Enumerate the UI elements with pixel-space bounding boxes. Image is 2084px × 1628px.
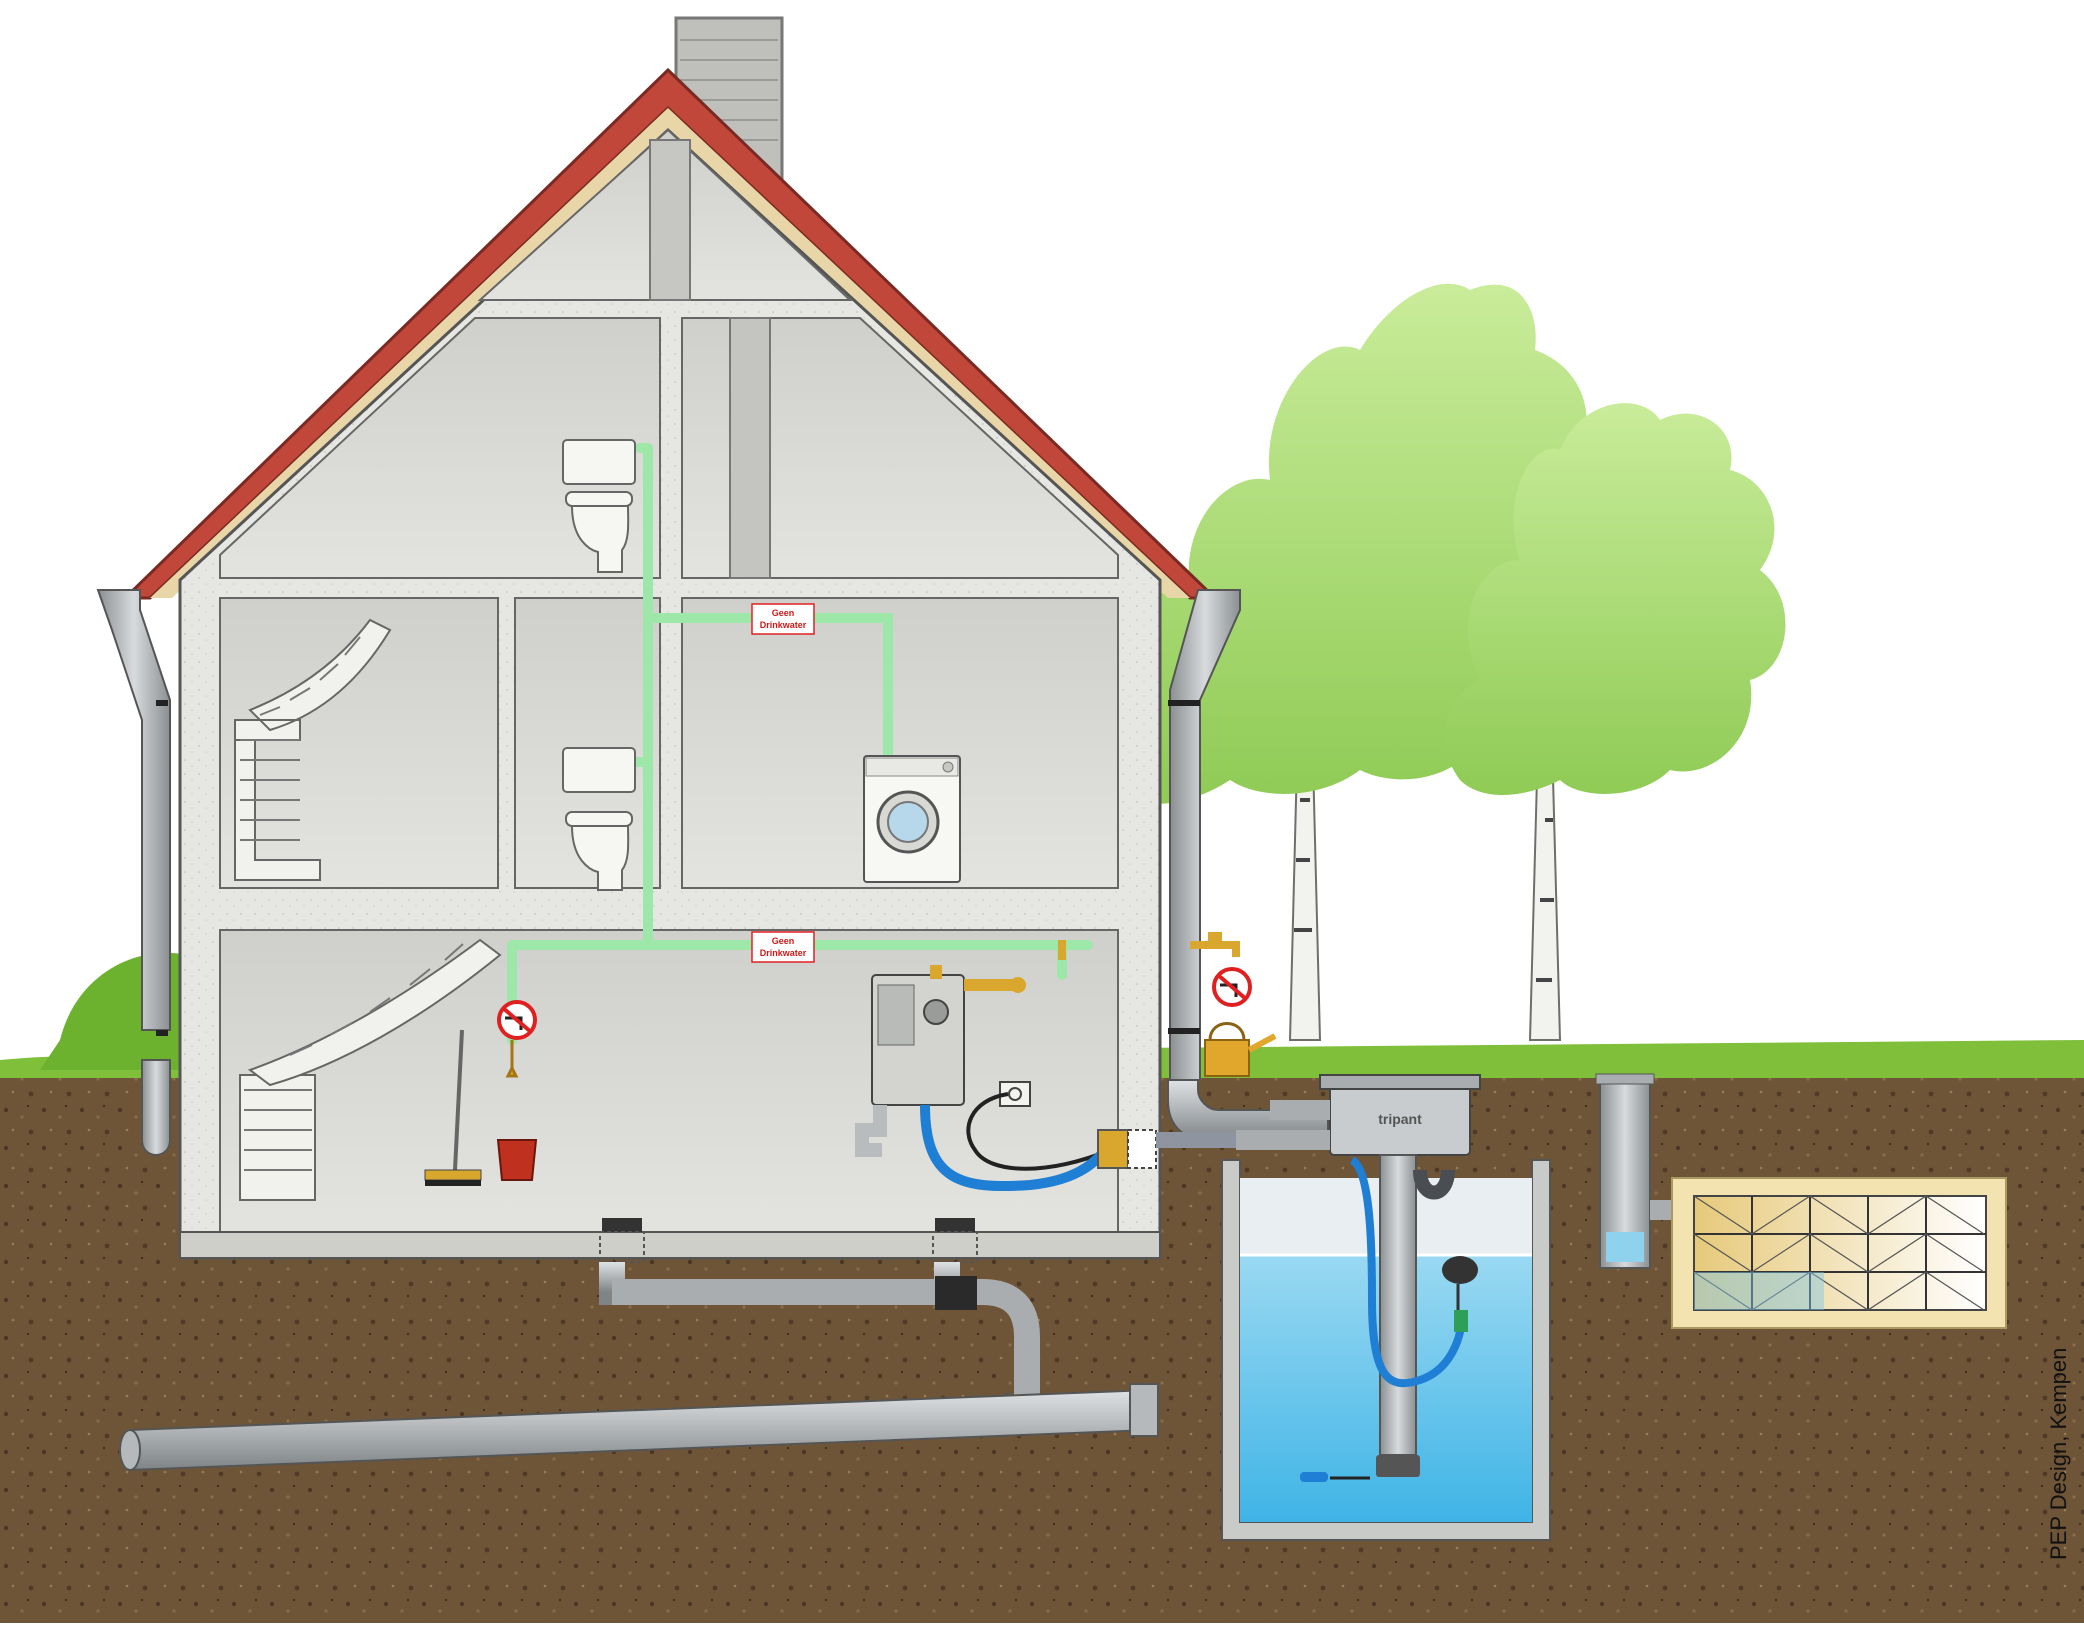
overflow-shaft (1595, 1073, 1690, 1269)
no-drinking-water-icon (497, 1000, 537, 1040)
geen-drinkwater-label-upper: Geen Drinkwater (751, 603, 815, 635)
watering-can-icon (1204, 1022, 1277, 1077)
pump-delivery-hose (1349, 1156, 1466, 1388)
right-downpipe (1167, 589, 1329, 1141)
sewer-main (119, 1383, 1159, 1472)
room-top-left (219, 317, 661, 579)
submersible-pump-icon (1300, 1455, 1420, 1482)
room-top-right (681, 317, 1119, 579)
left-downpipe (96, 589, 171, 1156)
credit-text: PEP Design, Kempen (2046, 1348, 2071, 1560)
broom-icon (424, 1029, 482, 1186)
stair-treads-upper (240, 636, 361, 841)
bucket-icon (496, 1139, 538, 1181)
label-geen: Geen (772, 936, 795, 946)
stair-treads-lower (244, 943, 464, 1171)
toilet-icon (562, 747, 636, 891)
wall-penetration (1097, 1129, 1236, 1169)
house (121, 16, 1219, 1260)
filter-brand-label: tripant (1378, 1111, 1422, 1127)
label-geen: Geen (772, 608, 795, 618)
power-cable (966, 1092, 1111, 1171)
birch-trees (1104, 283, 1786, 1041)
faucet-icon (505, 1040, 519, 1078)
pump-control-unit-icon (855, 965, 1026, 1157)
float-switch-icon (1442, 1256, 1478, 1332)
staircase-lower (239, 938, 502, 1201)
tank-pipes (1236, 1100, 1610, 1176)
tree-trunks (1288, 719, 1562, 1041)
washing-machine-icon (863, 755, 961, 883)
tree-right-foliage (1445, 403, 1786, 795)
label-drinkwater: Drinkwater (760, 948, 807, 958)
no-drinking-water-icon (1212, 967, 1252, 1007)
toilet-icon (562, 439, 636, 573)
geen-drinkwater-label-lower: Geen Drinkwater (751, 931, 815, 963)
infiltration-crate (1671, 1177, 2007, 1329)
faucet-icon (1190, 932, 1240, 957)
house-drain-pipes (599, 1218, 1040, 1403)
label-drinkwater: Drinkwater (760, 620, 807, 630)
suction-hose (920, 1104, 1117, 1192)
